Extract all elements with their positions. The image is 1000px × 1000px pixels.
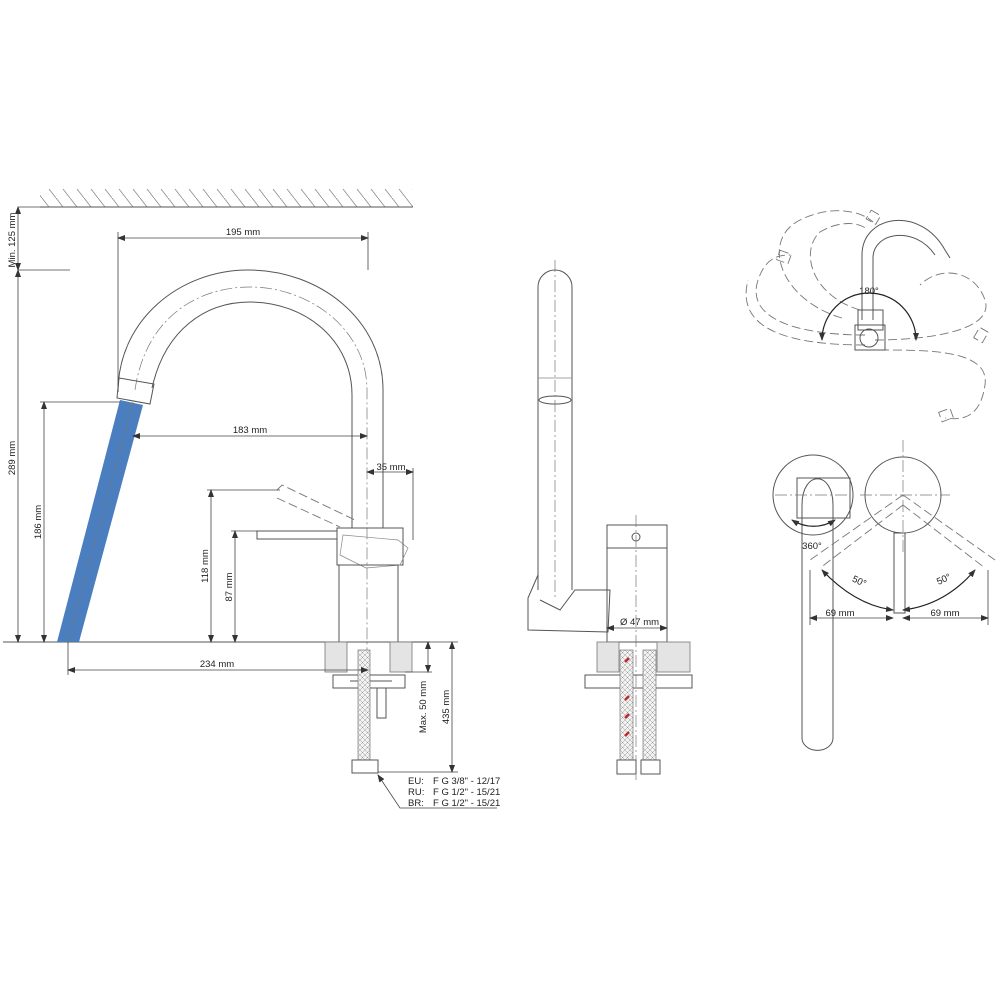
spout-rotation-label: 180°	[859, 286, 879, 297]
water-stream	[57, 400, 143, 642]
dim-handle-offset: 35 mm	[376, 462, 405, 473]
handle-view: 360° 50° 50° 69 mm 69 mm	[772, 440, 996, 751]
supply-hose	[357, 649, 371, 761]
dim-stream-reach: 234 mm	[200, 659, 234, 670]
dim-outlet-height: 186 mm	[33, 505, 44, 539]
spout-outer	[117, 269, 384, 528]
dim-spout-reach: 195 mm	[226, 227, 260, 238]
mixer-body	[336, 527, 404, 566]
lever-handle	[256, 530, 338, 540]
connection-specs: EU: F G 3/8" - 12/17 RU: F G 1/2" - 15/2…	[408, 776, 500, 809]
side-view: Min. 125 mm 289 mm 186 mm 195 mm 183 mm …	[3, 189, 500, 809]
body-top	[859, 328, 879, 348]
handle-rotation-label: 360°	[802, 541, 822, 552]
dim-hose-length: 435 mm	[441, 690, 452, 724]
dim-body-diameter: Ø 47 mm	[620, 617, 659, 628]
body-front	[606, 524, 668, 643]
lever-angle-right: 50°	[935, 572, 953, 588]
aerator	[116, 377, 155, 405]
dim-handle-height: 87 mm	[224, 572, 235, 601]
connection-region: BR:	[408, 798, 424, 809]
top-view: 180°	[745, 209, 989, 423]
dim-handle-raised-height: 118 mm	[200, 549, 211, 583]
dim-total-height: 289 mm	[7, 441, 18, 475]
ceiling-hatch	[40, 189, 413, 207]
dim-outlet-reach: 183 mm	[233, 425, 267, 436]
base-column	[338, 564, 399, 643]
spout-top-solid	[861, 219, 951, 320]
connection-region: EU:	[408, 776, 424, 787]
spout-lever-top	[801, 505, 834, 751]
hose-nut	[351, 759, 379, 774]
connection-spec: F G 1/2" - 15/21	[433, 798, 500, 809]
spout-elbow	[527, 574, 611, 633]
dim-max-counter: Max. 50 mm	[418, 681, 429, 733]
connection-spec: F G 1/2" - 15/21	[433, 787, 500, 798]
dim-lever-travel-left: 69 mm	[825, 608, 854, 619]
front-view: Ø 47 mm	[527, 260, 693, 780]
rotation-arc-180	[819, 292, 919, 341]
lever-raised-outline	[276, 484, 356, 521]
lever-angle-left: 50°	[850, 574, 868, 590]
connection-region: RU:	[408, 787, 424, 798]
dim-min-clearance: Min. 125 mm	[7, 212, 18, 267]
dim-lever-travel-right: 69 mm	[930, 608, 959, 619]
spout-inner	[151, 301, 353, 528]
rotation-arc-360	[791, 519, 836, 527]
connection-spec: F G 3/8" - 12/17	[433, 776, 500, 787]
